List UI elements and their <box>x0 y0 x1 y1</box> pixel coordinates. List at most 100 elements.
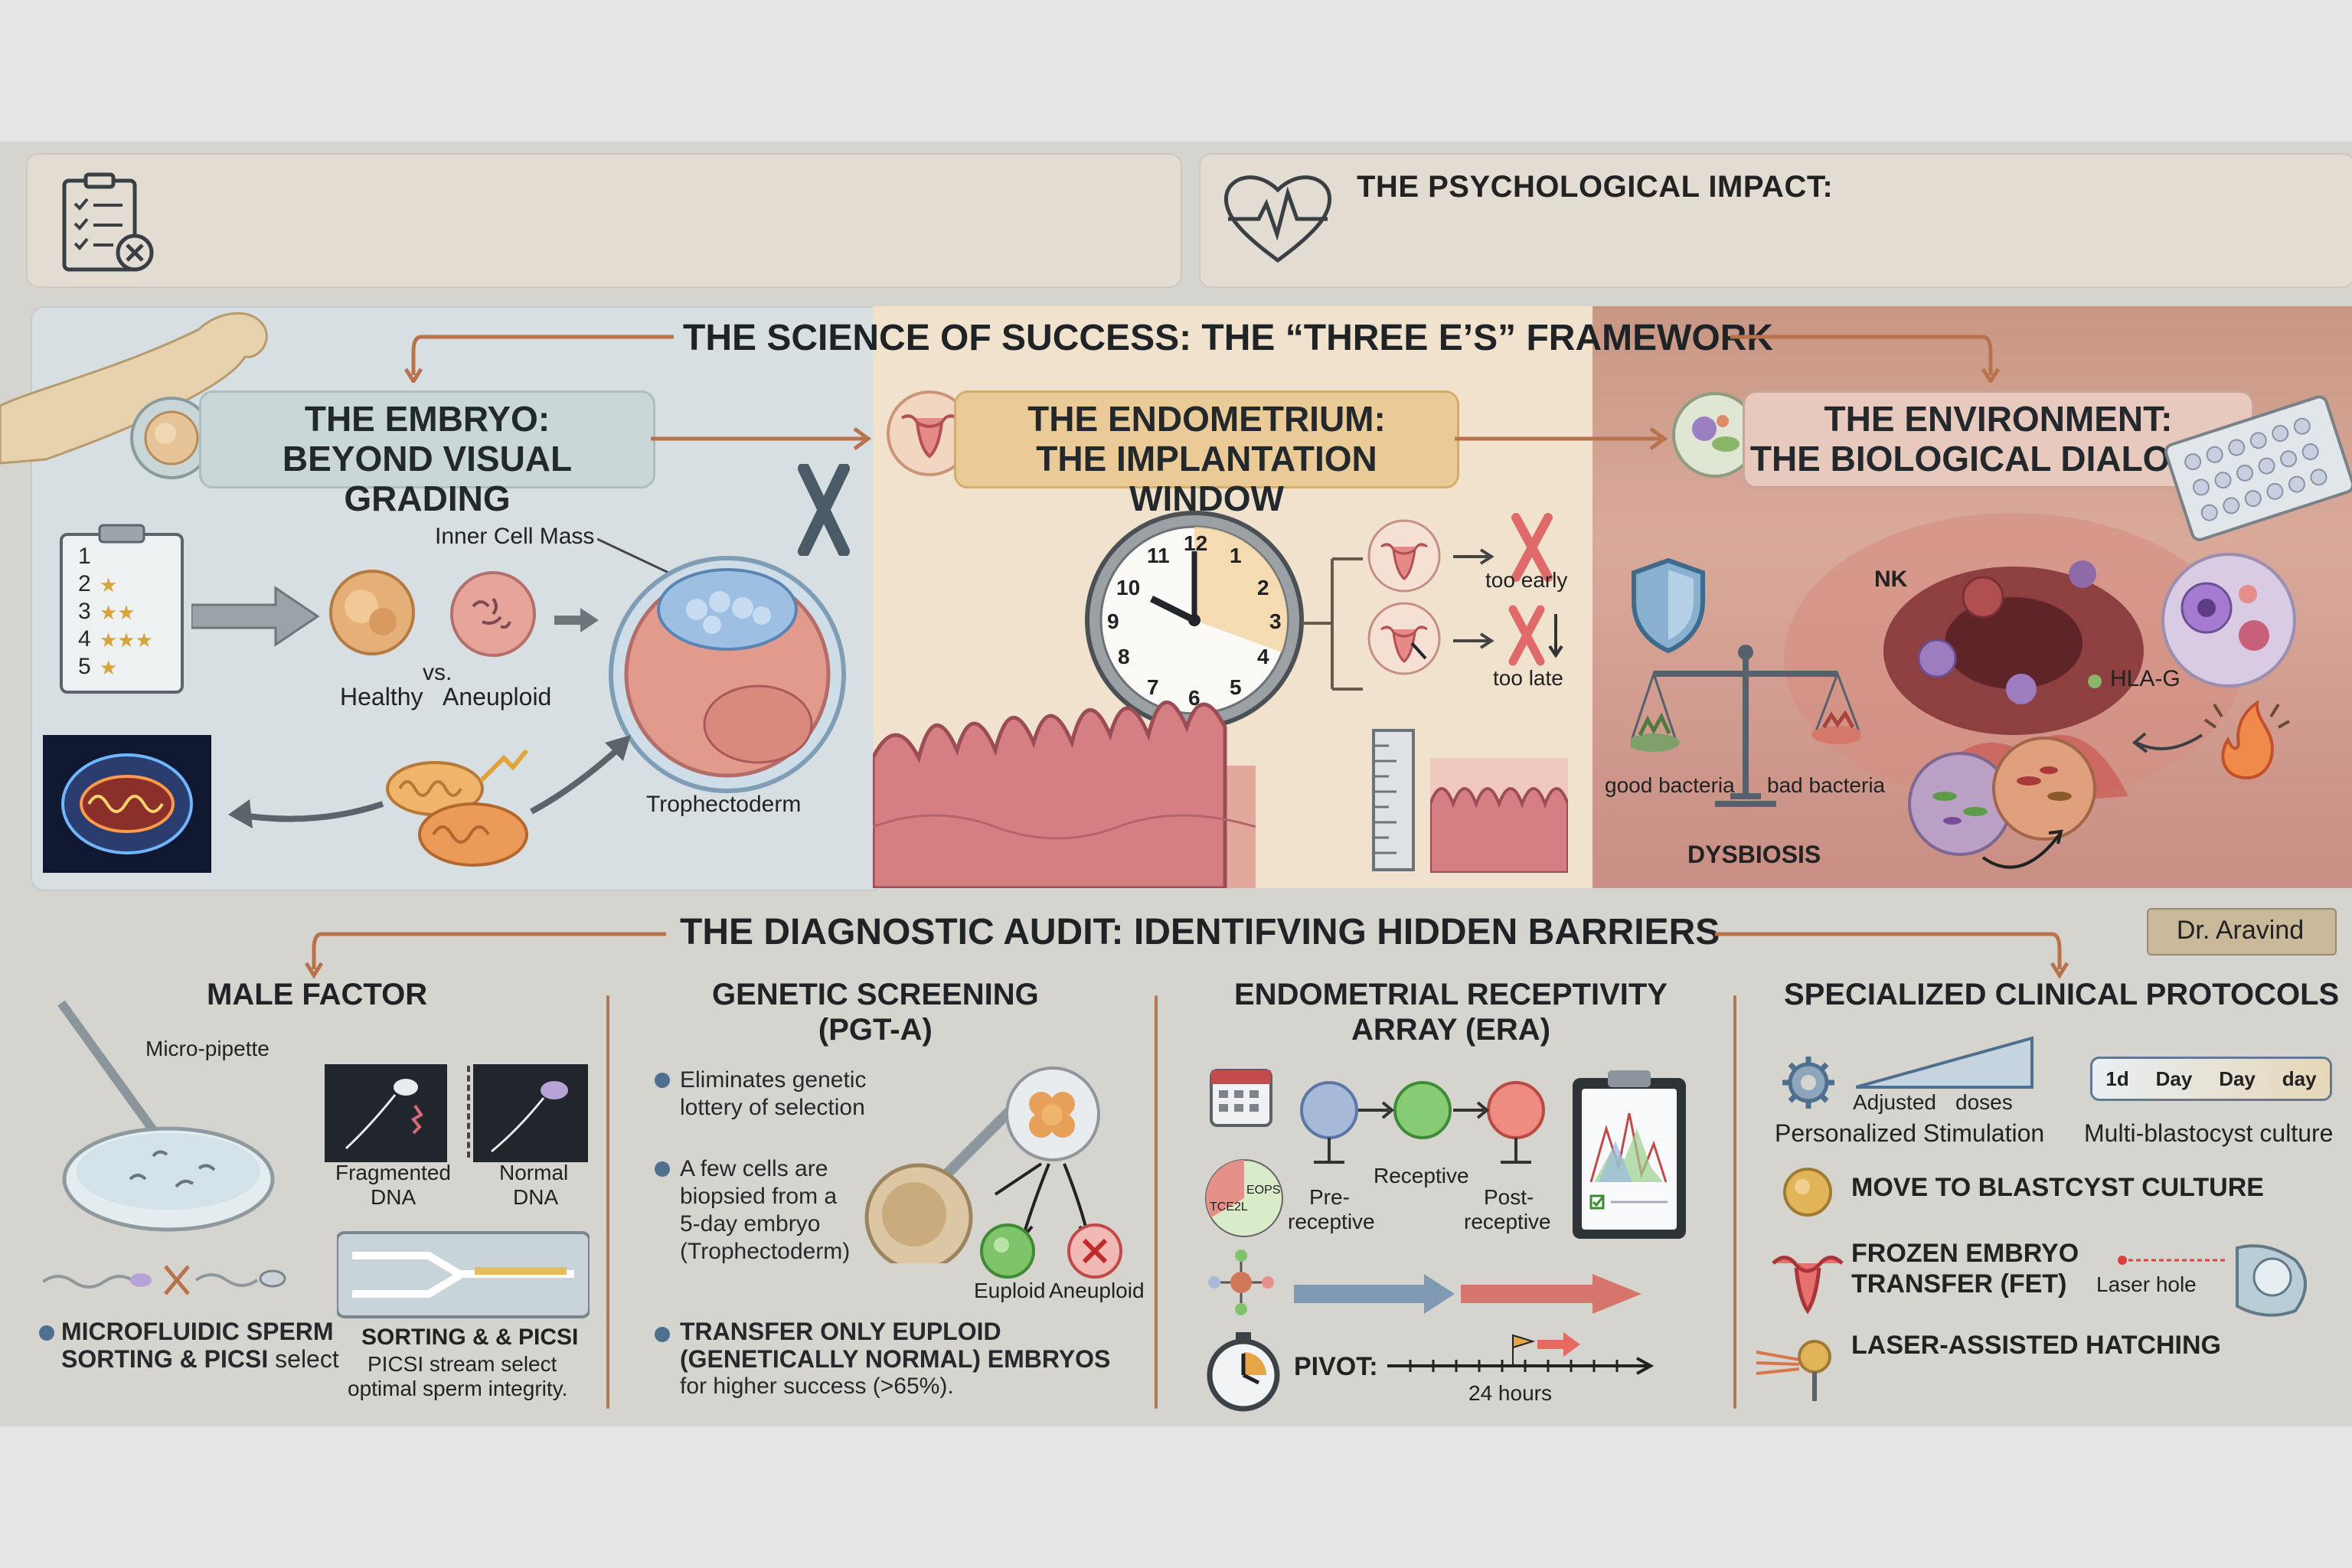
checklist-icon <box>62 172 154 272</box>
nk-label: NK <box>1874 567 1908 592</box>
mitochondria-arrow-left <box>228 799 384 828</box>
era-pie-chart <box>1205 1159 1283 1237</box>
sorting-label-3: optimal sperm integrity. <box>348 1377 568 1400</box>
fragmented-dna-label-1: Fragmented <box>335 1161 451 1184</box>
day-4: day <box>2282 1067 2317 1090</box>
aneuploid-x-icon <box>1067 1223 1122 1279</box>
clock-icon <box>1085 511 1304 730</box>
embryo-title-line1: THE EMBRYO: <box>304 399 550 439</box>
bacteria-petri-dishes <box>1908 737 2096 856</box>
microbe-icon <box>1672 392 1758 478</box>
personalized-label: Personalized Stimulation <box>1775 1119 2045 1147</box>
grade-5: 5 <box>78 654 91 679</box>
science-title: THE SCIENCE OF SUCCESS: THE “THREE E’S” … <box>683 318 1774 358</box>
euploid-label: Euploid <box>974 1279 1046 1302</box>
micro-pipette-label: Micro-pipette <box>145 1037 270 1060</box>
dose-wedge <box>1856 1036 2034 1089</box>
clock-7: 7 <box>1147 675 1159 699</box>
chromosome-late-icon <box>1508 605 1563 666</box>
top-right-card <box>1199 153 2352 288</box>
clock-11: 11 <box>1147 544 1170 567</box>
pre-receptive-1: Pre- <box>1309 1185 1350 1209</box>
day-3: Day <box>2219 1067 2256 1090</box>
clock-10: 10 <box>1116 576 1141 599</box>
too-late-label: too late <box>1493 666 1563 690</box>
author-badge <box>2147 908 2337 956</box>
clock-numbers: 12 1 2 3 4 5 6 7 8 9 10 11 <box>1080 505 1309 735</box>
era-title: ENDOMETRIAL RECEPTIVITY ARRAY (ERA) <box>1234 977 1668 1047</box>
clock-2: 2 <box>1257 576 1269 599</box>
bad-bacteria-label: bad bacteria <box>1767 773 1886 797</box>
pivot-timeline <box>1387 1332 1655 1375</box>
clock-3: 3 <box>1269 609 1282 633</box>
clock-12: 12 <box>1184 531 1208 555</box>
era-title-line1: ENDOMETRIAL RECEPTIVITY <box>1234 978 1668 1011</box>
hla-g-label: HLA-G <box>2110 666 2180 691</box>
aneuploid-label-bottom: Aneuploid <box>1049 1279 1145 1302</box>
pie-label-eops: EOPS <box>1246 1184 1281 1197</box>
endometrium-title-pill: THE ENDOMETRIUM: THE IMPLANTATION WINDOW <box>954 390 1459 518</box>
blastocyst-illustration <box>609 556 846 793</box>
laser-hatching-label: LASER-ASSISTED HATCHING <box>1851 1331 2221 1360</box>
microfluidic-chip <box>337 1231 590 1318</box>
post-receptive-2: receptive <box>1464 1210 1551 1233</box>
petri-dish-pipette <box>57 1000 275 1232</box>
male-bullet-dot <box>39 1325 54 1341</box>
fragmented-dna-image <box>325 1064 447 1162</box>
laser-hole-label: Laser hole <box>2096 1272 2197 1296</box>
post-receptive-1: Post- <box>1484 1185 1534 1209</box>
arrow-early <box>1453 548 1494 565</box>
arrow-late <box>1453 632 1494 649</box>
genetic-b3-line3: for higher success (>65%). <box>680 1374 954 1399</box>
well-plate-icon <box>2164 395 2352 541</box>
fet-line2: TRANSFER (FET) <box>1851 1269 2067 1298</box>
embryo-title-line2: BEYOND VISUAL GRADING <box>282 439 573 518</box>
endometrium-thickness-sample <box>1430 758 1568 873</box>
day-timeline: 1d Day Day day <box>2090 1057 2332 1101</box>
embryo-title-pill: THE EMBRYO: BEYOND VISUAL GRADING <box>199 390 655 518</box>
molecule-icon <box>1208 1250 1274 1315</box>
aneuploid-embryo <box>450 571 536 657</box>
mitochondria-illustration <box>386 750 529 867</box>
audit-title: THE DIAGNOSTIC AUDIT: IDENTIFVING HIDDEN… <box>680 912 1720 952</box>
male-bullet-line2-rest: select <box>268 1345 339 1373</box>
normal-dna-image <box>473 1064 588 1162</box>
arrow-embryo-to-endometrium <box>651 426 872 451</box>
genetic-b3-line2: (GENETICALLY NORMAL) EMBRYOS <box>680 1345 1111 1373</box>
protocols-title: SPECIALIZED CLINICAL PROTOCOLS <box>1784 978 2340 1011</box>
normal-dna-label-2: DNA <box>513 1185 559 1209</box>
genetic-bullet-dot-2 <box>655 1161 670 1177</box>
heart-pulse-icon <box>1223 175 1332 263</box>
pivot-label: PIVOT: <box>1294 1352 1378 1381</box>
genetic-b1-line2: lottery of selection <box>680 1095 865 1120</box>
good-bacteria-label: good bacteria <box>1605 773 1735 797</box>
adjusted-label: Adjusted <box>1853 1090 1936 1114</box>
grade-3: 3 <box>78 599 91 624</box>
divider-3 <box>1733 995 1736 1409</box>
bacteria-curved-arrow <box>1981 829 2063 869</box>
sorting-label-2: PICSI stream select <box>368 1352 557 1376</box>
flame-arrow <box>2132 732 2203 753</box>
blastocyst-culture-icon <box>1783 1168 1832 1217</box>
era-timeline <box>1300 1081 1545 1164</box>
fet-uterus-icon <box>1772 1256 1844 1315</box>
genetic-title-line2: (PGT-A) <box>818 1013 933 1047</box>
immune-cells-circle <box>2161 553 2296 688</box>
genetic-b2-line4: (Trophectoderm) <box>680 1239 851 1264</box>
inflammation-flame-icon <box>2203 700 2290 780</box>
aneuploid-label: Aneuploid <box>443 683 552 710</box>
chromosome-early-icon <box>1511 513 1553 582</box>
doses-label: doses <box>1955 1090 2013 1114</box>
hla-g-dot <box>2088 675 2102 688</box>
grade-1: 1 <box>78 544 91 569</box>
chromosome-icon <box>798 464 850 556</box>
vs-label: vs. <box>423 660 452 685</box>
hours-label: 24 hours <box>1468 1381 1552 1405</box>
environment-title-line2: THE BIOLOGICAL DIALOGUE <box>1749 439 2247 479</box>
day-2: Day <box>2155 1067 2193 1090</box>
mitochondria-arrow-right <box>530 735 631 815</box>
stopwatch-icon <box>1207 1332 1280 1412</box>
environment-title-line1: THE ENVIRONMENT: <box>1824 399 2173 439</box>
era-title-line2: ARRAY (ERA) <box>1351 1013 1551 1047</box>
euploid-icon <box>980 1223 1035 1279</box>
